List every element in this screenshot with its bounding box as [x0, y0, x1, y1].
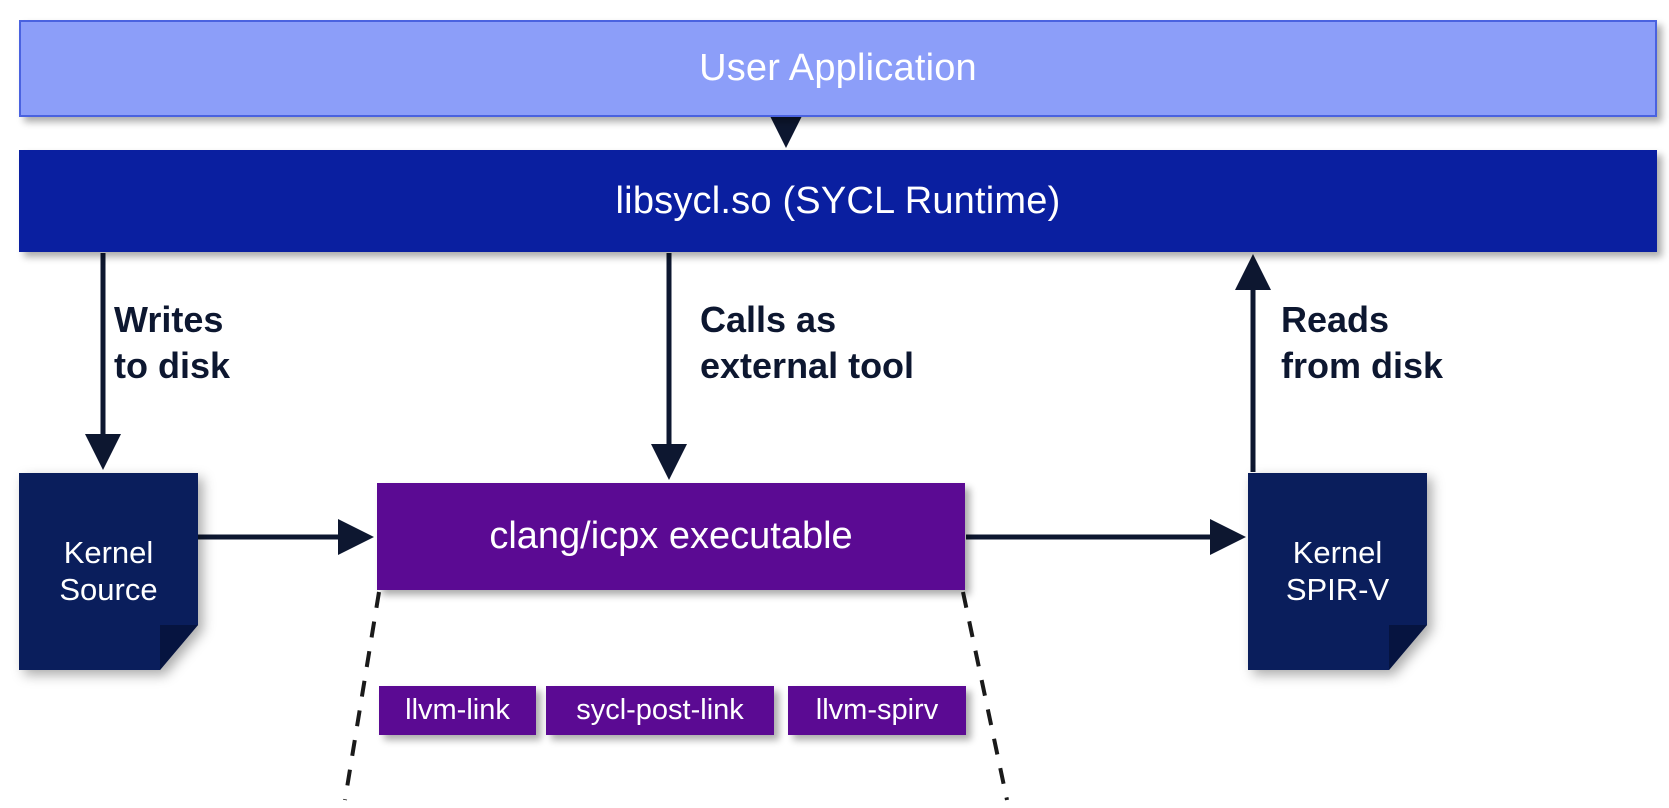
tool-chip-sycl-post-link: sycl-post-link: [546, 686, 774, 735]
tool-chip-llvm-link: llvm-link: [379, 686, 536, 735]
kernel-source-document: Kernel Source: [19, 473, 198, 670]
kernel-spirv-document: Kernel SPIR-V: [1248, 473, 1427, 670]
sycl-runtime-box: libsycl.so (SYCL Runtime): [19, 150, 1657, 252]
document-shape-icon: [19, 473, 198, 670]
tool-chip-label: llvm-link: [405, 694, 510, 726]
user-application-box: User Application: [19, 20, 1657, 117]
clang-icpx-executable-box: clang/icpx executable: [377, 483, 965, 590]
tool-chip-label: llvm-spirv: [815, 694, 939, 726]
tool-chip-llvm-spirv: llvm-spirv: [788, 686, 966, 735]
document-shape-icon: [1248, 473, 1427, 670]
user-application-label: User Application: [699, 47, 977, 90]
clang-icpx-executable-label: clang/icpx executable: [489, 515, 853, 558]
edge-label-reads-from-disk: Reads from disk: [1281, 299, 1444, 387]
edge-label-calls-as-external-tool: Calls as external tool: [700, 299, 915, 387]
sycl-runtime-label: libsycl.so (SYCL Runtime): [615, 179, 1061, 222]
callout-leader-left: [343, 591, 381, 801]
edge-label-writes-to-disk: Writes to disk: [114, 299, 231, 387]
tool-chip-label: sycl-post-link: [576, 694, 744, 726]
callout-leader-right: [961, 591, 1009, 801]
